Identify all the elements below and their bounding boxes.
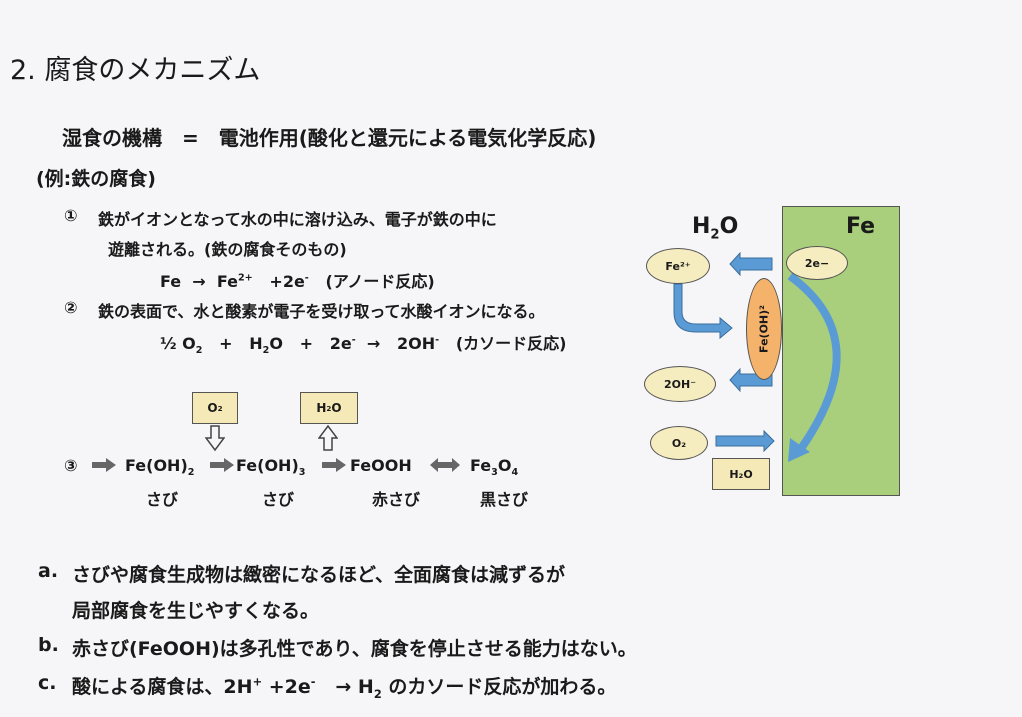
c-arrow: → [335,676,352,698]
hydroxide-ellipse: 2OH⁻ [644,366,716,402]
step2-equation: ½ O2 + H2O + 2e- → 2OH- (カソード反応) [160,330,567,356]
page-title: 2. 腐食のメカニズム [10,55,261,86]
step1-number: ① [64,206,78,225]
c-sub: 2 [373,686,382,701]
label-black-rust: 黒さび [480,490,529,509]
c2-text: Fe(OH) [236,456,299,475]
heading: 湿食の機構 = 電池作用(酸化と還元による電気化学反応) [62,126,597,150]
compound-feoh3: Fe(OH)3 [236,456,305,478]
h2o-box-o: O [331,401,342,415]
eq-h2o-o: O [269,334,283,353]
step1-equation: Fe → Fe2+ +2e- (アノード反応) [160,268,435,292]
note-b-label: b. [38,634,59,656]
electron-ellipse: 2e− [786,246,848,280]
diagram-arrows [673,251,841,462]
label-rust2: さび [262,490,295,509]
eq-half-o2-sub: 2 [195,345,203,357]
eq-fe: Fe [160,272,182,291]
right-arrow-icon [322,458,346,472]
water-box: H₂O [712,458,770,490]
c4-fe: Fe [470,456,492,475]
o2-box-label: O [207,401,218,415]
c-h: H [357,676,374,698]
eq-half-o2: ½ O [160,334,196,353]
eq-fe2: Fe [216,272,238,291]
compound-feooh: FeOOH [350,456,412,475]
double-arrow-icon [430,458,460,472]
eq-2e-sup: - [351,334,356,346]
step1-line2: 遊離される。(鉄の腐食そのもの) [108,240,347,259]
eq-cathode-note: (カソード反応) [455,334,567,353]
o2-box-sub: 2 [217,403,223,413]
h2o-box-sub: 2 [326,403,332,413]
eq-h2o: H [249,334,263,353]
h: H [692,214,711,239]
eq-2oh-sup: - [435,334,440,346]
note-a-label: a. [38,560,59,582]
eq-2e: 2e [329,334,352,353]
compound-fe3o4: Fe3O4 [470,456,518,478]
c-text2: +2e [262,676,311,698]
eq-plus: + [219,334,233,353]
label-rust1: さび [146,490,179,509]
fe2-ion-ellipse: Fe²⁺ [646,248,710,284]
diagram-h2o-label: H2O [692,214,738,242]
eq-electrons: +2e [269,272,305,291]
c4-o: O [497,456,512,475]
corrosion-diagram: H2O Fe Fe²⁺ 2e− Fe(OH)² 2OH⁻ O₂ H₂O [640,200,910,500]
right-arrow-icon [210,458,234,472]
c-text3: のカソード反応が加わる。 [388,676,617,698]
example-label: (例:鉄の腐食) [36,168,156,190]
step3-number: ③ [64,456,78,475]
step2-line1: 鉄の表面で、水と酸素が電子を受け取って水酸イオンになる。 [98,302,545,321]
c4-sub2: 4 [511,467,519,479]
step1-line1: 鉄がイオンとなって水の中に溶け込み、電子が鉄の中に [98,210,497,229]
sub: 2 [710,227,720,243]
eq-plus: + [299,334,314,353]
c-text1: 酸による腐食は、2H [72,676,253,698]
note-b-line: 赤さび(FeOOH)は多孔性であり、腐食を停止させる能力はない。 [72,638,637,660]
c2-sub: 3 [298,467,306,479]
h2o-box-h: H [316,401,327,415]
c1-sub: 2 [187,467,195,479]
o: O [719,214,739,239]
c1-text: Fe(OH) [125,456,188,475]
c-sup2: - [310,674,316,689]
down-arrow-icon [205,425,225,452]
compound-feoh2: Fe(OH)2 [125,456,194,478]
feoh2-label: Fe(OH)² [757,305,771,353]
note-a-line2: 局部腐食を生じやすくなる。 [72,600,320,622]
eq-arrow: → [366,334,381,353]
eq-anode-note: (アノード反応) [325,272,435,291]
step2-number: ② [64,298,78,317]
oxygen-ellipse: O₂ [650,426,708,460]
right-arrow-icon [92,458,116,472]
label-red-rust: 赤さび [372,490,421,509]
note-a-line1: さびや腐食生成物は緻密になるほど、全面腐食は減ずるが [72,564,566,586]
c4-sub1: 3 [491,467,498,479]
note-c-label: c. [38,672,57,694]
eq-2oh: 2OH [397,334,436,353]
feoh2-ellipse: Fe(OH)² [746,278,782,380]
eq-electrons-sup: - [304,272,309,284]
diagram-fe-label: Fe [846,214,876,239]
up-arrow-icon [318,424,338,451]
note-c-line: 酸による腐食は、2H+ +2e- → H2 のカソード反応が加わる。 [72,672,616,701]
eq-fe2-sup: 2+ [237,272,253,284]
eq-h2o-sub: 2 [262,345,270,357]
c-sup1: + [252,674,263,689]
eq-arrow: → [192,272,206,291]
